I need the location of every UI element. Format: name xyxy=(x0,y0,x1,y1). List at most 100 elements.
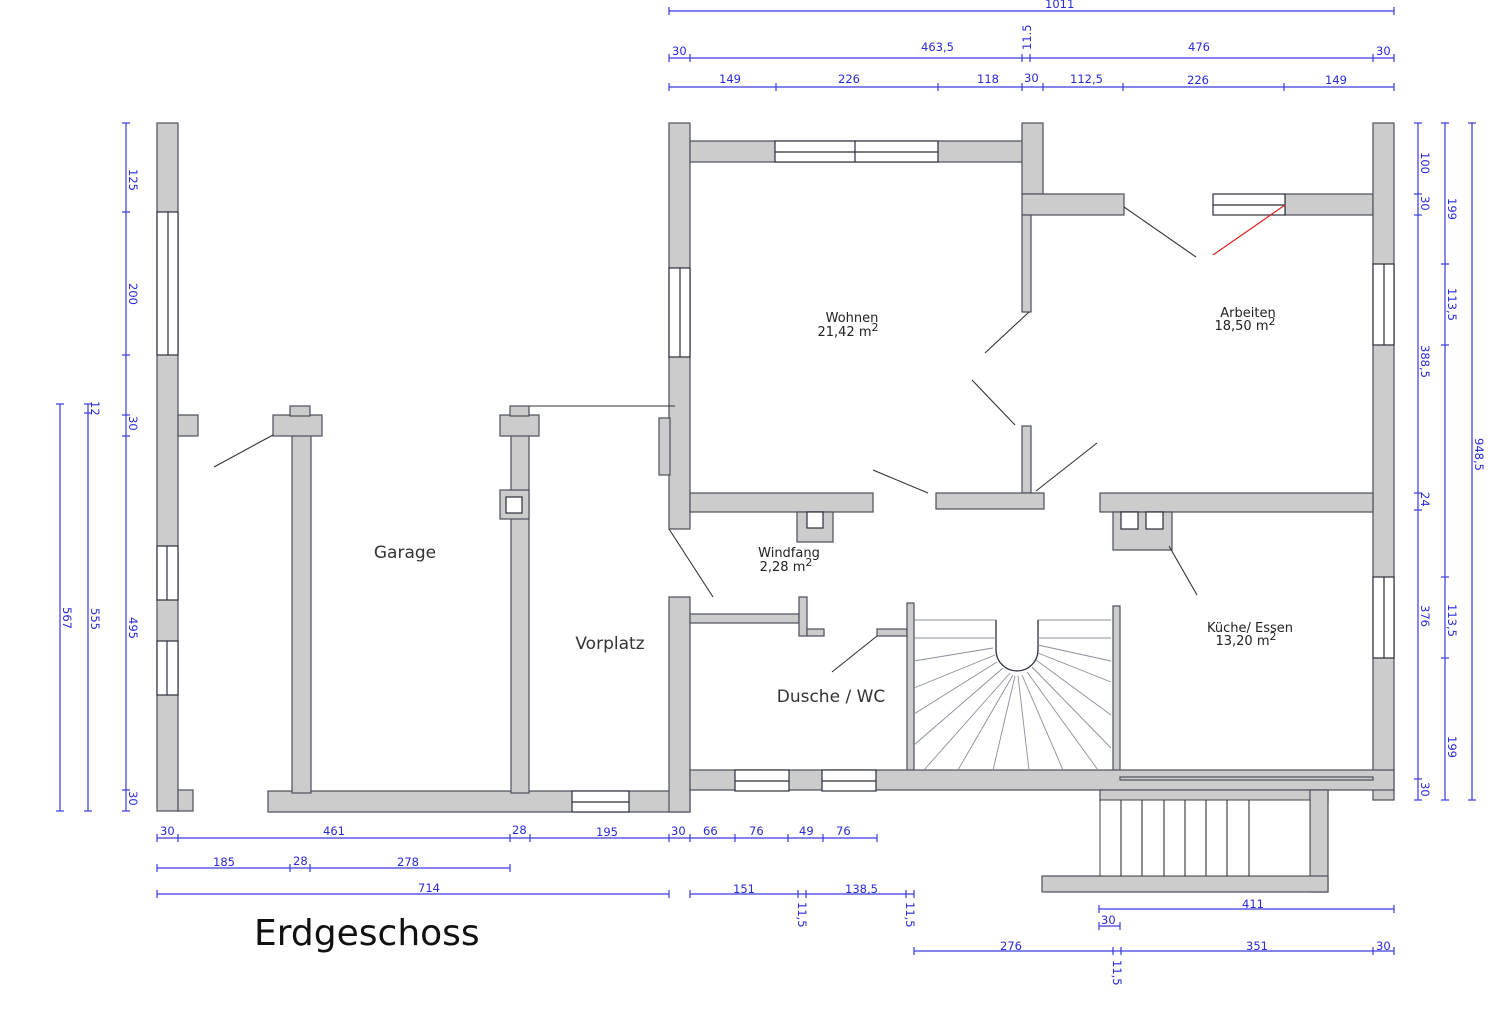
dim-label: 476 xyxy=(1188,40,1210,54)
wall-west-lower xyxy=(668,596,691,813)
dim-label: 28 xyxy=(293,854,308,868)
wall-garage-left xyxy=(291,434,312,794)
door-highlight xyxy=(1212,204,1286,256)
room-area-kueche: 13,20 m2 xyxy=(1215,630,1276,649)
chimney-flue xyxy=(1120,511,1139,530)
wall-stub xyxy=(177,414,199,437)
wall-pillar xyxy=(272,414,323,437)
dim-label: 149 xyxy=(1325,73,1347,87)
dim-label: 376 xyxy=(1418,605,1432,627)
wall-north-mid xyxy=(1021,122,1044,195)
walls xyxy=(156,122,1395,893)
wall-south-inner xyxy=(1119,776,1374,781)
dim-label: 49 xyxy=(799,824,814,838)
dim-label: 138,5 xyxy=(845,882,878,896)
dim-label: 30 xyxy=(1024,71,1039,85)
dim-label: 30 xyxy=(1418,196,1432,211)
dim-label: 463,5 xyxy=(921,40,954,54)
room-name-vorplatz: Vorplatz xyxy=(575,634,644,654)
dim-label: 125 xyxy=(126,169,140,191)
wall-stair-right xyxy=(1112,605,1121,778)
dim-label: 76 xyxy=(749,824,764,838)
dim-label: 185 xyxy=(213,855,235,869)
terrace-bottom xyxy=(1041,875,1329,893)
dim-label: 149 xyxy=(719,72,741,86)
room-name-garage: Garage xyxy=(374,543,436,563)
wall-stub xyxy=(177,789,194,812)
dim-label: 11,5 xyxy=(1110,960,1124,986)
dim-label: 555 xyxy=(88,608,102,630)
room-labels: Wohnen 21,42 m2 Arbeiten 18,50 m2 Windfa… xyxy=(374,306,1293,707)
dim-label: 118 xyxy=(977,72,999,86)
dim-top-total: 1011 xyxy=(1045,0,1074,11)
dim-label: 226 xyxy=(1187,73,1209,87)
wall-west-niche xyxy=(658,417,671,476)
dim-label: 278 xyxy=(397,855,419,869)
windows xyxy=(156,140,1395,813)
room-area-windfang: 2,28 m2 xyxy=(760,556,813,575)
wall-center-segment xyxy=(935,492,1045,510)
chimney-flue xyxy=(1145,511,1164,530)
wall-pillar xyxy=(509,405,530,417)
wall-dusche-stub xyxy=(876,628,908,637)
dim-label: 30 xyxy=(126,791,140,806)
dim-label: 100 xyxy=(1418,152,1432,174)
dim-label: 113,5 xyxy=(1445,604,1459,637)
dim-label: 226 xyxy=(838,72,860,86)
chimney-flue xyxy=(806,511,824,529)
dim-label: 11,5 xyxy=(795,902,809,928)
room-name-wohnen: Wohnen xyxy=(826,311,879,326)
dim-label: 388,5 xyxy=(1418,345,1432,378)
wall-pillar xyxy=(289,405,311,417)
dim-label: 495 xyxy=(126,617,140,639)
room-name-arbeiten: Arbeiten xyxy=(1220,306,1275,321)
dim-label: 195 xyxy=(596,825,618,839)
staircase xyxy=(913,619,1112,771)
room-name-windfang: Windfang xyxy=(758,546,820,561)
dim-label: 30 xyxy=(1376,939,1391,953)
dim-label: 351 xyxy=(1246,939,1268,953)
dim-label: 199 xyxy=(1445,736,1459,758)
dim-label: 11.5 xyxy=(1020,24,1034,50)
dim-label: 30 xyxy=(126,416,140,431)
wall-dusche-stub xyxy=(798,596,808,637)
dim-label: 12 xyxy=(88,401,102,416)
wall-divider-lower xyxy=(1021,425,1032,494)
terrace-steps xyxy=(1099,799,1311,877)
wall-arbeiten-north-right xyxy=(1284,193,1374,216)
dim-label: 199 xyxy=(1445,198,1459,220)
dim-label: 567 xyxy=(60,607,74,629)
wall-arbeiten-north-left xyxy=(1021,193,1125,216)
dim-label: 411 xyxy=(1242,897,1264,911)
dim-label: 28 xyxy=(512,823,527,837)
dim-label: 461 xyxy=(323,824,345,838)
dim-label: 714 xyxy=(418,881,440,895)
wall-garage-right xyxy=(510,434,530,794)
wall-pillar xyxy=(499,414,540,437)
dim-label: 200 xyxy=(126,283,140,305)
dim-label: 30 xyxy=(1101,913,1116,927)
dim-label: 30 xyxy=(672,44,687,58)
room-name-kueche: Küche/ Essen xyxy=(1207,621,1293,636)
plan-title: Erdgeschoss xyxy=(254,913,480,954)
dim-label: 24 xyxy=(1418,492,1432,507)
dim-label: 113,5 xyxy=(1445,288,1459,321)
wall-kueche-north xyxy=(1099,492,1374,513)
dim-label: 948,5 xyxy=(1472,438,1486,471)
dim-label: 276 xyxy=(1000,939,1022,953)
wall-east xyxy=(1372,122,1395,801)
dim-label: 30 xyxy=(1376,44,1391,58)
wall-wohnen-south xyxy=(689,492,874,513)
room-area-arbeiten: 18,50 m2 xyxy=(1214,315,1275,334)
dim-label: 76 xyxy=(836,824,851,838)
dimension-lines: 1011 30 463,5 11.5 476 30 149 226 118 30… xyxy=(56,0,1486,986)
room-name-dusche: Dusche / WC xyxy=(777,687,886,707)
dim-label: 11,5 xyxy=(903,902,917,928)
dim-label: 30 xyxy=(671,824,686,838)
doors xyxy=(213,204,1286,673)
wall-dusche-north xyxy=(689,613,800,624)
wall-divider-upper xyxy=(1021,214,1032,313)
wall-dusche-stub xyxy=(806,628,825,637)
chimney-flue xyxy=(505,496,523,514)
